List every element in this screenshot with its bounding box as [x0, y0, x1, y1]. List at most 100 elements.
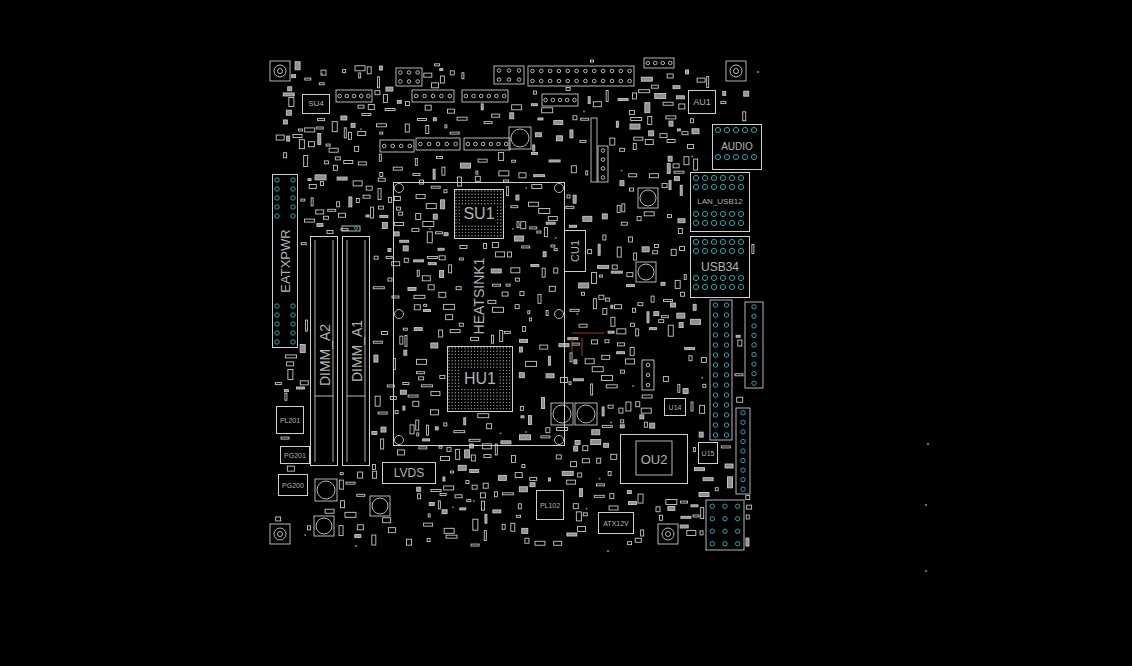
smd-part	[358, 132, 366, 136]
through-hole	[275, 187, 279, 191]
through-hole	[720, 211, 725, 216]
bga-ball	[465, 197, 466, 198]
component-label: PL102	[539, 502, 561, 509]
smd-part	[286, 355, 297, 358]
smd-part	[501, 441, 511, 444]
pin-pad	[628, 79, 632, 83]
bga-ball	[487, 389, 488, 390]
bga-ball	[480, 389, 481, 390]
bga-ball	[471, 347, 472, 348]
smd-part	[475, 176, 480, 181]
smd-part	[556, 136, 562, 141]
bga-ball	[465, 226, 466, 227]
component-label: PL201	[279, 417, 301, 424]
smd-part	[577, 526, 585, 531]
smd-part	[641, 530, 644, 536]
bga-ball	[468, 235, 469, 236]
through-hole	[738, 175, 743, 180]
bga-ball	[462, 200, 463, 201]
pin-pad	[427, 142, 431, 146]
through-hole	[713, 363, 717, 367]
smd-part	[627, 273, 633, 277]
smd-part	[666, 499, 677, 504]
smd-part	[668, 215, 672, 218]
smd-part	[388, 197, 391, 202]
bga-ball	[477, 367, 478, 368]
through-hole	[713, 383, 717, 387]
pin-pad	[497, 78, 501, 82]
smd-part	[602, 375, 613, 380]
smd-part	[663, 102, 673, 105]
smd-part	[630, 124, 640, 129]
bga-ball	[487, 190, 488, 191]
bga-ball	[458, 351, 459, 352]
bga-ball	[459, 190, 460, 191]
smd-part	[510, 113, 514, 119]
bga-ball	[471, 190, 472, 191]
smd-part	[381, 427, 386, 432]
bga-ball	[458, 373, 459, 374]
through-hole	[724, 403, 728, 407]
bga-ball	[484, 347, 485, 348]
smd-part	[321, 70, 326, 75]
smd-part	[521, 416, 524, 418]
smd-part	[630, 188, 634, 191]
bga-ball	[484, 405, 485, 406]
capacitor-footprint	[636, 262, 656, 282]
bga-ball	[478, 197, 479, 198]
bga-ball	[484, 232, 485, 233]
io-connector	[710, 300, 732, 440]
smd-part	[692, 129, 699, 134]
ic-footprint: U15	[698, 442, 719, 464]
smd-part	[691, 505, 698, 507]
pin-pad	[517, 69, 521, 73]
bga-ball	[452, 363, 453, 364]
via-dot	[925, 570, 927, 572]
smd-part	[380, 132, 383, 134]
bga-ball	[464, 395, 465, 396]
bga-ball	[478, 203, 479, 204]
bga-ball	[464, 357, 465, 358]
bga-ball	[471, 197, 472, 198]
bga-ball	[500, 376, 501, 377]
bga-ball	[503, 389, 504, 390]
bga-ball	[461, 389, 462, 390]
pin-pad	[507, 78, 511, 82]
bga-ball	[462, 232, 463, 233]
bga-ball	[471, 203, 472, 204]
bga-ball	[503, 347, 504, 348]
bga-ball	[475, 203, 476, 204]
bga-ball	[474, 405, 475, 406]
smd-part	[700, 531, 703, 535]
smd-part	[542, 398, 545, 409]
bga-ball	[478, 232, 479, 233]
bga-ball	[462, 190, 463, 191]
bga-ball	[484, 392, 485, 393]
bga-ball	[509, 383, 510, 384]
smd-part	[288, 370, 293, 380]
pin-pad	[391, 144, 395, 148]
bga-ball	[458, 395, 459, 396]
bga-ball	[494, 203, 495, 204]
bga-ball	[462, 235, 463, 236]
bga-ball	[493, 389, 494, 390]
smd-part	[318, 119, 325, 121]
io-connector	[706, 500, 744, 550]
through-hole	[693, 211, 698, 216]
smd-part	[520, 406, 523, 410]
smd-part	[426, 204, 436, 209]
bga-ball	[487, 392, 488, 393]
dimm-slot-line	[347, 240, 348, 462]
smd-part	[353, 181, 362, 186]
smd-part	[444, 486, 454, 490]
bga-ball	[497, 194, 498, 195]
smd-part	[456, 449, 460, 459]
smd-part	[519, 373, 524, 378]
via-dot	[599, 478, 601, 480]
bga-ball	[480, 408, 481, 409]
bga-ball	[458, 383, 459, 384]
bga-ball	[494, 226, 495, 227]
through-hole	[724, 353, 728, 357]
smd-part	[522, 464, 525, 467]
smd-part	[418, 494, 421, 499]
